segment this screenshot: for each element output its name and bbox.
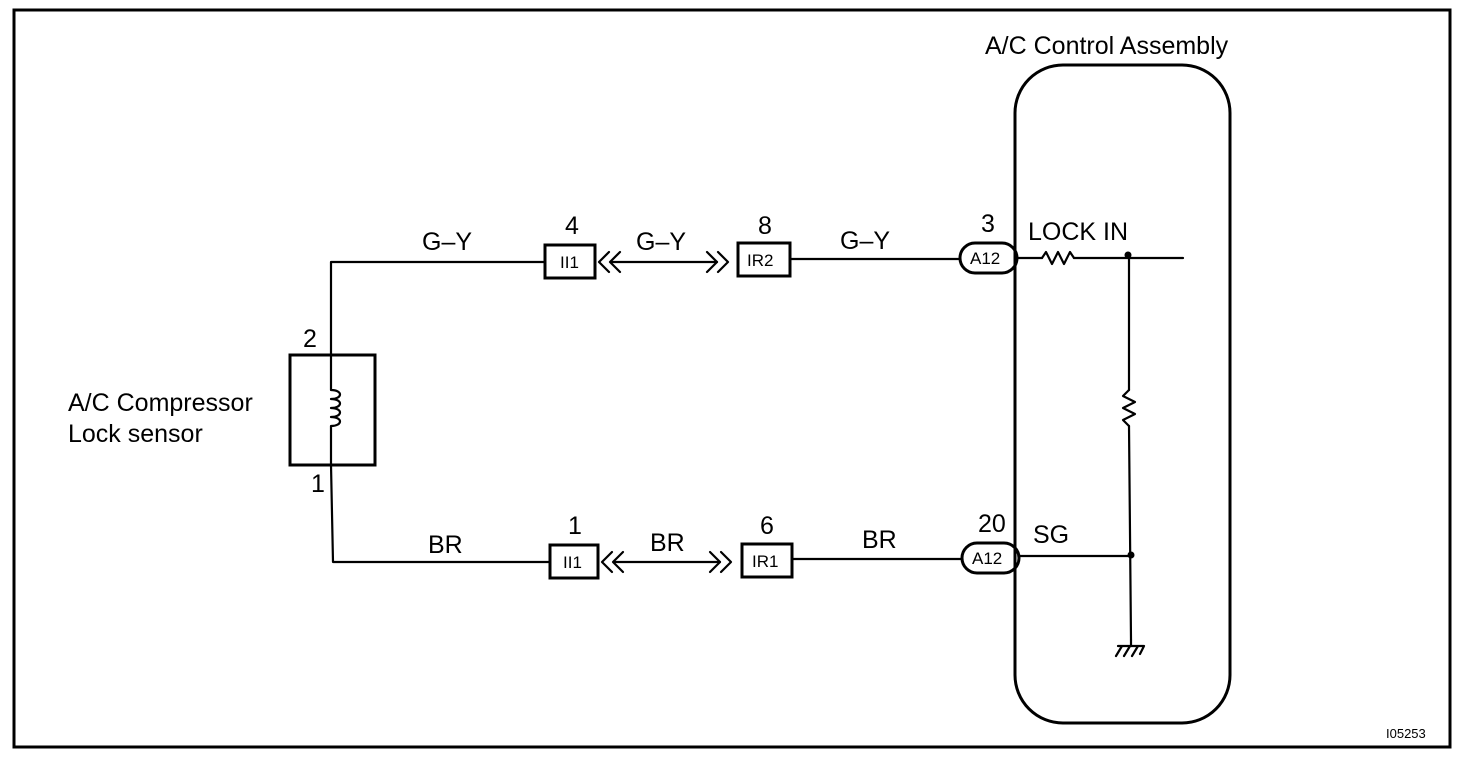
- ground-icon: [1114, 644, 1146, 658]
- sensor-box: [288, 353, 377, 467]
- upper-wire-right-label: G–Y: [840, 227, 890, 255]
- lower-conn2-box: [740, 542, 794, 579]
- upper-terminal-label: LOCK IN: [1028, 218, 1128, 246]
- upper-ecu-pin: 3: [981, 210, 995, 238]
- wire-lower-left: [329, 463, 552, 564]
- upper-conn1-pin: 4: [565, 212, 579, 240]
- upper-conn2-pin: 8: [758, 212, 772, 240]
- lower-conn1-pin: 1: [568, 512, 582, 540]
- lower-wire-right-label: BR: [862, 526, 897, 554]
- upper-conn2-chevron-icon: [705, 250, 730, 274]
- upper-conn1-box: [543, 243, 597, 280]
- upper-wire-mid-label: G–Y: [636, 228, 686, 256]
- lower-conn2-label: IR1: [752, 552, 778, 571]
- lower-ecu-pin: 20: [978, 510, 1006, 538]
- junction-dot-lower: [1127, 551, 1135, 559]
- lower-wire-left-label: BR: [428, 531, 463, 559]
- lower-ecu-conn-label: A12: [972, 549, 1002, 568]
- sensor-name-line1: A/C Compressor: [68, 389, 253, 417]
- lower-conn2-chevron-icon: [708, 550, 733, 574]
- lower-conn2-pin: 6: [760, 512, 774, 540]
- sensor-name-line2: Lock sensor: [68, 420, 203, 448]
- sensor-pin-top: 2: [303, 325, 317, 353]
- diagram-frame: [12, 8, 1452, 749]
- figure-code: I05253: [1386, 726, 1426, 741]
- sensor-coil-icon: [329, 353, 342, 467]
- lower-wire-mid-label: BR: [650, 529, 685, 557]
- lock-in-resistor-icon: [1040, 250, 1076, 266]
- control-assembly-box: [1013, 63, 1232, 725]
- lower-ecu-connector: [960, 541, 1021, 575]
- upper-conn1-label: II1: [560, 253, 579, 272]
- lower-conn1-label: II1: [563, 553, 582, 572]
- upper-ecu-conn-label: A12: [970, 249, 1000, 268]
- upper-conn2-label: IR2: [747, 251, 773, 270]
- control-assembly-title: A/C Control Assembly: [985, 32, 1229, 60]
- sensor-pin-bottom: 1: [311, 470, 325, 498]
- internal-vertical-lower: [1127, 424, 1133, 642]
- lower-terminal-label: SG: [1033, 521, 1069, 549]
- wire-upper-left: [329, 260, 547, 357]
- pulldown-resistor-icon: [1121, 388, 1137, 428]
- upper-wire-left-label: G–Y: [422, 228, 472, 256]
- lower-conn1-box: [548, 543, 600, 580]
